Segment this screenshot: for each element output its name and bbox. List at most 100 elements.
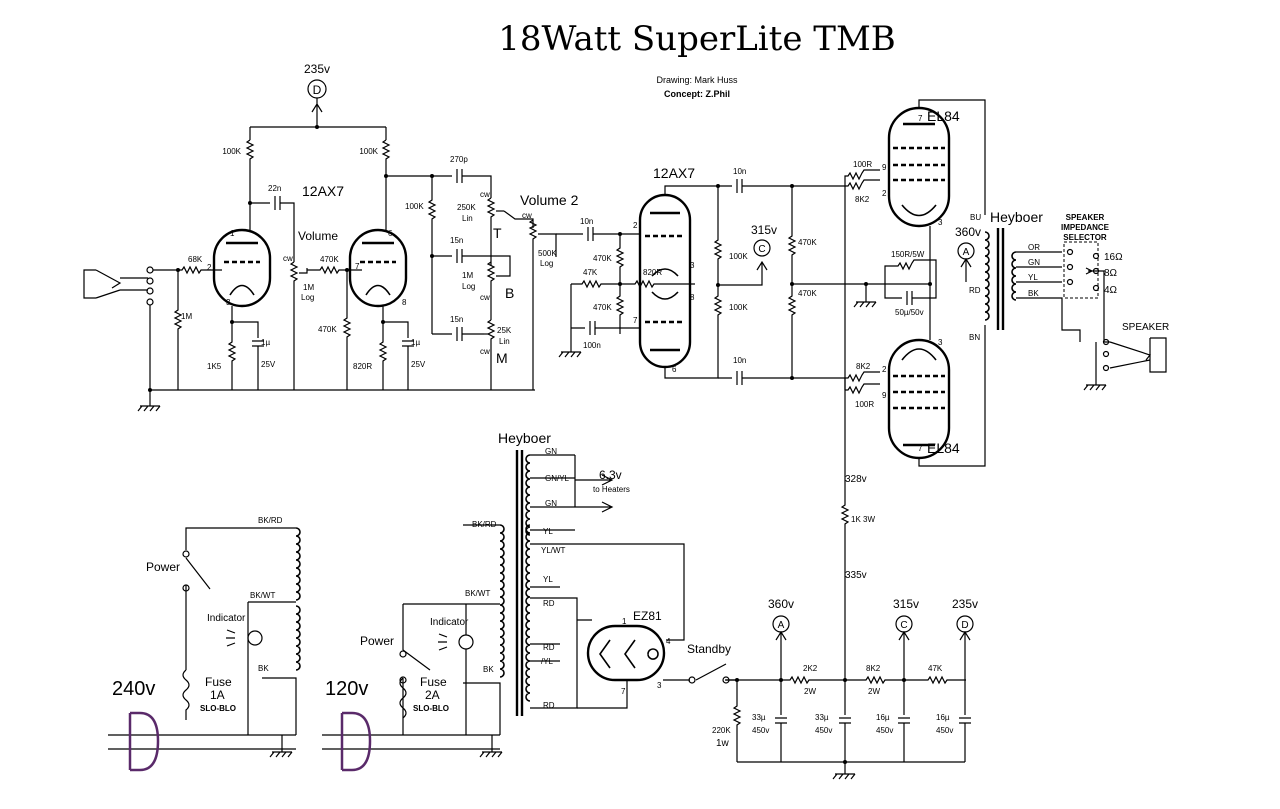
bypass-right-voltage: 25V — [411, 360, 426, 369]
speaker-label: SPEAKER — [1122, 322, 1169, 333]
cap-1-v: 450v — [815, 726, 832, 735]
mid-cap-value: 15n — [450, 315, 463, 324]
cathode-right-network — [378, 306, 414, 390]
pt-primary-tap-1: BK/WT — [465, 589, 490, 598]
volume-pot-taper: Log — [301, 293, 314, 302]
grid-leak-1m — [173, 270, 183, 390]
supply-bleeder: 220K — [712, 726, 731, 735]
treble-cap-270p — [386, 169, 492, 198]
ot-bu: BU — [970, 213, 981, 222]
pt-heater-tap-2: GN — [545, 499, 557, 508]
cathode-r-value: 150R/5W — [891, 250, 925, 259]
pi-load-bot-value: 100K — [729, 303, 748, 312]
coupling-cap-value: 22n — [268, 184, 281, 193]
svg-text:3: 3 — [938, 218, 943, 227]
pt-hv-winding — [525, 524, 531, 702]
el84-bot-label: EL84 — [927, 440, 960, 456]
mains240-fuse-type: SLO-BLO — [200, 704, 236, 713]
preamp-tube-right — [348, 228, 408, 308]
preamp-bplus-arrow — [311, 98, 323, 127]
pi-out-cap-bot-value: 10n — [733, 356, 746, 365]
mains120-fuse-type: SLO-BLO — [413, 704, 449, 713]
mains240-indicator-lamp — [247, 630, 263, 646]
pt-rect-tap-3: RD — [543, 701, 555, 710]
pi-tube-label: 12AX7 — [653, 165, 695, 181]
pt-rect-tap-0: RD — [543, 599, 555, 608]
mix-resistor-470k — [307, 265, 362, 275]
supply-node-c: C — [900, 620, 907, 631]
svg-text:2: 2 — [882, 365, 887, 374]
speaker-jack[interactable] — [1103, 330, 1167, 373]
el84-bot-grid-resistors — [844, 371, 880, 395]
ot-rd: RD — [969, 286, 981, 295]
pt-hv-tap-1: YL/WT — [541, 546, 566, 555]
ohm-8: 8Ω — [1104, 268, 1118, 279]
mid-pot-taper: Lin — [499, 337, 510, 346]
mains240-tap-2: BK — [258, 664, 269, 673]
bass-cap-value: 15n — [450, 236, 463, 245]
pt-hv-tap-2: YL — [543, 575, 553, 584]
mains120-indicator-label: Indicator — [430, 617, 469, 628]
plate-right-value: 100K — [359, 147, 378, 156]
impedance-selector[interactable] — [1063, 241, 1099, 299]
svg-text:1: 1 — [622, 617, 627, 626]
selector-label-1: IMPEDANCE — [1061, 223, 1110, 232]
pt-rect-tap-1: RD — [543, 643, 555, 652]
ot-tap-1: GN — [1028, 258, 1040, 267]
filter-cap-3 — [898, 680, 910, 762]
volume2-pot-value: 500K — [538, 249, 557, 258]
bass-pot[interactable] — [486, 261, 496, 320]
pi-load-top-value: 100K — [729, 252, 748, 261]
supply-r2: 8K2 — [866, 664, 881, 673]
supply-drop-value: 1K 3W — [851, 515, 875, 524]
pt-heater-winding — [525, 454, 531, 536]
pi-plate-loads — [664, 185, 723, 379]
preamp-tube-label: 12AX7 — [302, 183, 344, 199]
cap-1: 33µ — [815, 713, 829, 722]
supply-node-d-voltage: 235v — [952, 597, 978, 611]
pi-out-cap-top-value: 10n — [733, 167, 746, 176]
rectifier-label: EZ81 — [633, 609, 662, 623]
svg-text:3: 3 — [226, 298, 231, 307]
mid-pot[interactable] — [486, 319, 496, 390]
mains240-power-switch[interactable] — [182, 557, 211, 720]
cap-2-v: 450v — [876, 726, 893, 735]
mains240-fuse-rating: 1A — [210, 688, 225, 702]
supply-r2w: 2W — [868, 687, 880, 696]
mains240-indicator-label: Indicator — [207, 613, 246, 624]
bass-pot-taper: Log — [462, 282, 475, 291]
plate-resistor-left — [245, 139, 255, 230]
svg-text:8: 8 — [690, 293, 695, 302]
pi-tail-top-470k — [615, 234, 625, 284]
cap-3: 16µ — [936, 713, 950, 722]
pi-grid-value: 47K — [583, 268, 598, 277]
mains120-fuse-rating: 2A — [425, 688, 440, 702]
svg-text:7: 7 — [918, 444, 923, 453]
ot-primary-winding — [984, 231, 990, 321]
svg-text:6: 6 — [672, 365, 677, 374]
shunt-resistor-470k — [342, 270, 352, 390]
supply-node-a: A — [778, 620, 785, 631]
ot-tap-2: YL — [1028, 273, 1038, 282]
treble-pot[interactable] — [486, 197, 496, 266]
supply-section: 328v 1K 3W 335v 2K2 2W 8K2 2W 47K 360v A… — [712, 186, 978, 780]
cathode-left-value: 1K5 — [207, 362, 222, 371]
input-jack[interactable] — [83, 269, 148, 299]
mains120-fuse-label: Fuse — [420, 675, 447, 689]
el84-cathode-network — [884, 99, 986, 467]
pt-primary-tap-2: BK — [483, 665, 494, 674]
grid-b-value: 8K2 — [856, 362, 871, 371]
bypass-right-value: 1µ — [411, 338, 420, 347]
standby-switch[interactable] — [577, 663, 737, 709]
supply-ground — [737, 761, 965, 780]
volume2-pot[interactable] — [528, 219, 538, 390]
mains120-indicator-lamp — [458, 634, 474, 650]
volume2-label: Volume 2 — [520, 192, 579, 208]
mains120-power-switch[interactable] — [399, 649, 431, 735]
mid-pot-value: 25K — [497, 326, 512, 335]
supply-node-d: D — [961, 620, 968, 631]
grid-a-value: 8K2 — [855, 195, 870, 204]
mid-pot-cw: cw — [480, 347, 490, 356]
ez81-rectifier — [586, 624, 666, 682]
